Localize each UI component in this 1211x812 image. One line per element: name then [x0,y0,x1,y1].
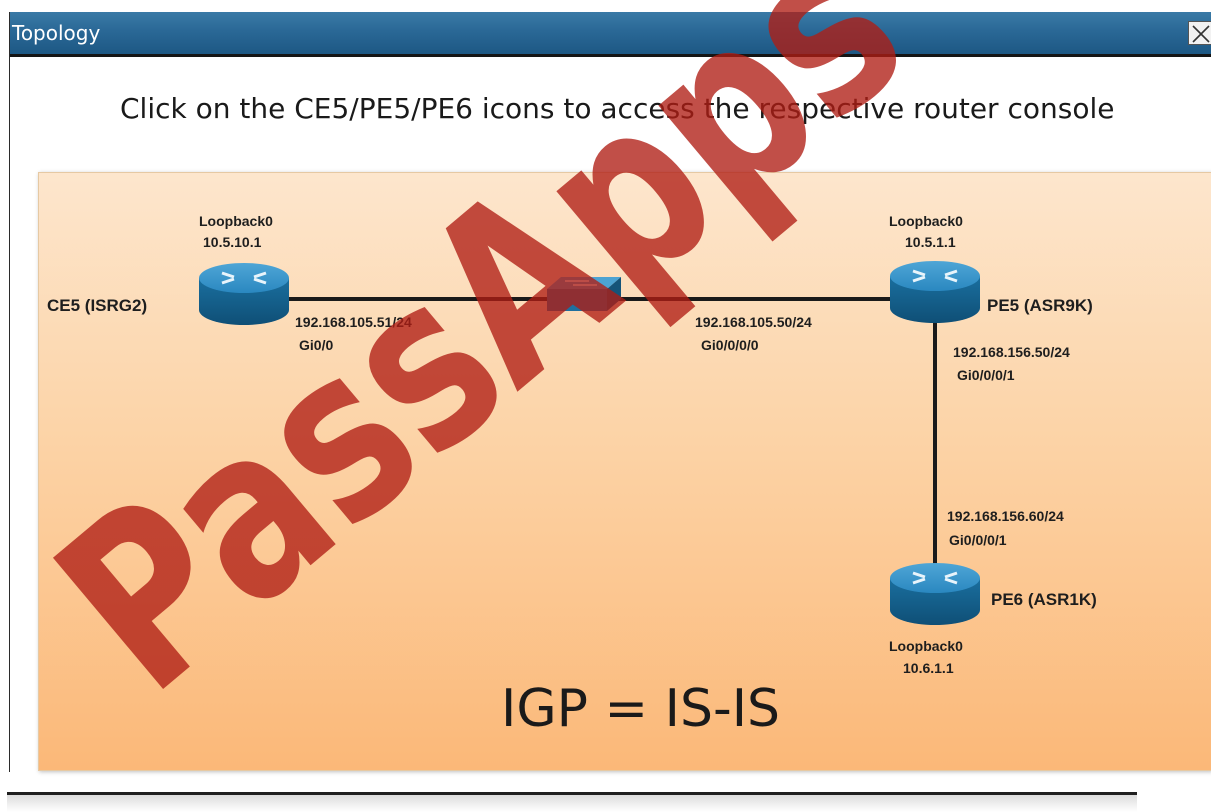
ce5-loopback-ip: 10.5.10.1 [203,234,262,250]
topology-diagram: Loopback0 10.5.10.1 CE5 (ISRG2) 192.168.… [38,172,1211,771]
ce5-router-icon[interactable] [199,263,289,325]
switch-icon [547,277,621,311]
pe6-interface-ip: 192.168.156.60/24 [947,508,1064,524]
ce5-name: CE5 (ISRG2) [47,296,147,315]
pe5-interface-name-south: Gi0/0/0/1 [957,367,1015,383]
close-button[interactable] [1188,21,1211,45]
igp-label: IGP = IS-IS [501,679,781,739]
instruction-text: Click on the CE5/PE5/PE6 icons to access… [120,92,1115,125]
pe5-router-icon[interactable] [890,261,980,323]
bottom-divider [7,792,1137,795]
ce5-interface-name: Gi0/0 [299,337,333,353]
pe6-name: PE6 (ASR1K) [991,590,1097,609]
pe6-loopback-ip: 10.6.1.1 [903,660,954,676]
pe5-interface-name-west: Gi0/0/0/0 [701,337,759,353]
ce5-interface-ip: 192.168.105.51/24 [295,314,412,330]
window-title: Topology [12,21,101,45]
pe6-interface-name: Gi0/0/0/1 [949,532,1007,548]
pe6-loopback-label: Loopback0 [889,638,963,654]
ce5-loopback-label: Loopback0 [199,213,273,229]
bottom-area [7,795,1137,812]
pe5-loopback-label: Loopback0 [889,213,963,229]
close-icon [1192,25,1210,43]
pe5-loopback-ip: 10.5.1.1 [905,234,956,250]
pe6-router-icon[interactable] [890,563,980,625]
pe5-interface-ip-south: 192.168.156.50/24 [953,344,1070,360]
pe5-name: PE5 (ASR9K) [987,296,1093,315]
title-bar: Topology [10,12,1211,57]
pe5-interface-ip-west: 192.168.105.50/24 [695,314,812,330]
topology-svg: Loopback0 10.5.10.1 CE5 (ISRG2) 192.168.… [47,213,1097,676]
